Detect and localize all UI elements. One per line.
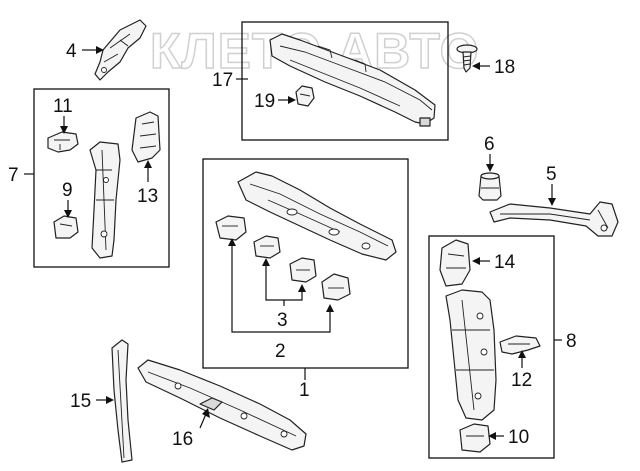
callout-5: 5 [546, 164, 557, 185]
callout-11: 11 [53, 96, 73, 117]
callout-12: 12 [511, 370, 532, 391]
part-19-clip [295, 85, 315, 107]
arrow-3-left [262, 258, 270, 266]
leader-16 [199, 413, 207, 429]
callout-10: 10 [508, 427, 529, 448]
part-6-bushing [478, 172, 502, 201]
callout-16: 16 [172, 429, 193, 450]
part-16-lower-crossmember [137, 359, 307, 451]
arrow-18 [472, 62, 480, 70]
part-3-bracket-a [253, 235, 281, 259]
box-group-7 [33, 88, 170, 268]
arrow-5 [548, 198, 556, 206]
arrow-12 [518, 350, 526, 358]
callout-17: 17 [212, 70, 233, 91]
part-18-screw [456, 44, 478, 73]
part-4-bracket [94, 19, 147, 81]
callout-19: 19 [254, 91, 275, 112]
callout-18: 18 [494, 57, 515, 78]
box-group-8 [428, 235, 555, 459]
callout-8: 8 [566, 331, 577, 352]
callout-14: 14 [494, 252, 516, 273]
callout-7: 7 [8, 165, 19, 186]
callout-1: 1 [299, 380, 310, 401]
part-9-bracket [53, 215, 79, 239]
part-12-bracket [499, 335, 541, 355]
part-1-upper-crossmember [237, 171, 397, 261]
arrow-6 [486, 164, 494, 172]
arrow-11 [60, 126, 68, 134]
arrow-14 [472, 257, 480, 265]
arrow-9 [64, 210, 72, 218]
arrow-13 [144, 160, 152, 168]
part-15-brace [111, 339, 133, 463]
arrow-15 [106, 396, 114, 404]
callout-4: 4 [66, 41, 77, 62]
arrow-19 [288, 96, 296, 104]
callout-6: 6 [484, 134, 495, 155]
part-2-bracket-right [321, 273, 351, 301]
arrow-4 [96, 46, 104, 54]
callout-9: 9 [62, 180, 73, 201]
part-14-bracket [439, 239, 471, 287]
callout-3: 3 [277, 310, 288, 331]
leader-2 [231, 244, 331, 333]
callout-2: 2 [275, 341, 286, 362]
part-13-bracket [131, 111, 161, 163]
arrow-3-right [298, 284, 306, 292]
part-11-bracket [47, 131, 79, 153]
part-10-bracket [459, 423, 491, 453]
arrow-2-right [326, 304, 334, 312]
part-2-bracket-left [215, 215, 247, 241]
part-5-crossmember [489, 201, 619, 237]
box-group-17 [241, 21, 449, 141]
part-7-side-support [89, 141, 121, 259]
callout-15: 15 [70, 391, 91, 412]
part-3-bracket-b [289, 257, 317, 283]
arrow-10 [488, 432, 496, 440]
arrow-16 [202, 408, 210, 418]
part-8-side-support [445, 289, 497, 421]
part-17-upper-cover [269, 33, 436, 127]
callout-13: 13 [137, 186, 158, 207]
arrow-2-left [228, 238, 236, 246]
